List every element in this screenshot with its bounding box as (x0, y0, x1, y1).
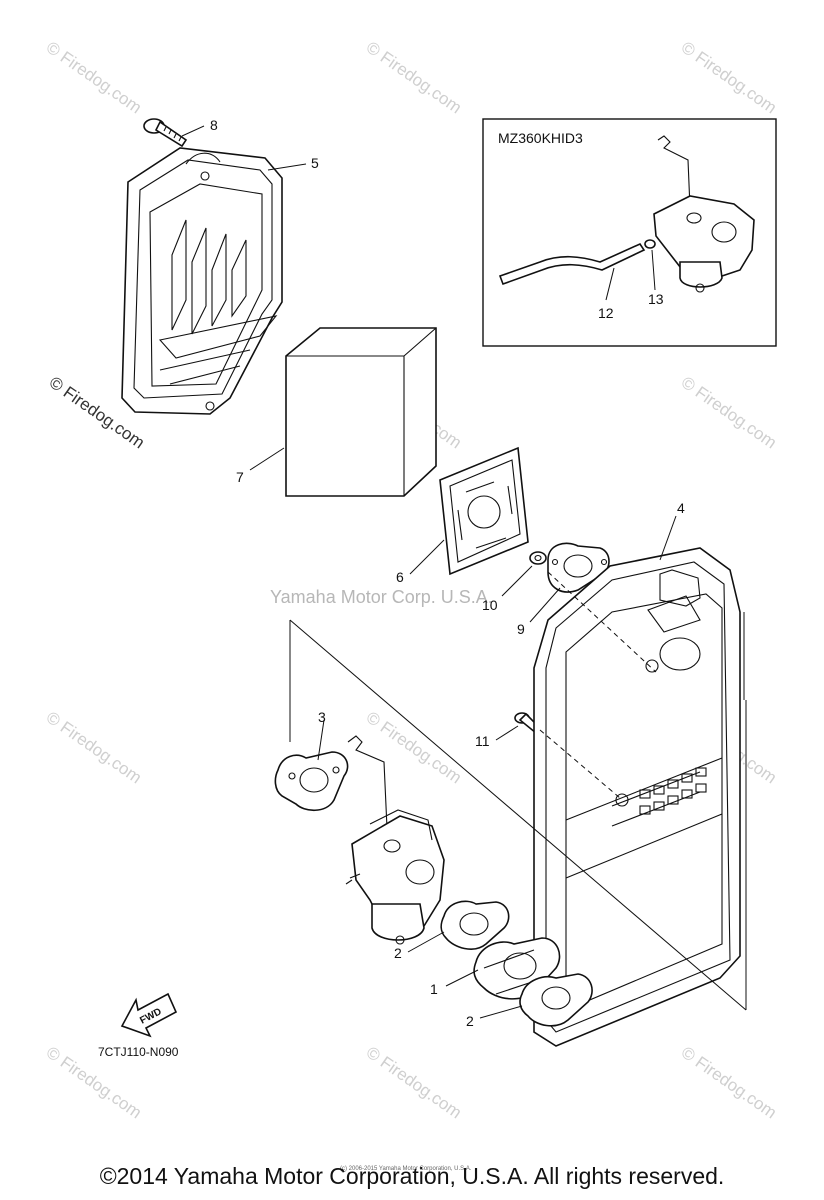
callout-2-upper: 2 (394, 945, 402, 961)
part-13-clamp (644, 239, 656, 249)
part-10-nut (529, 551, 547, 565)
part-5-air-cleaner-case (121, 147, 283, 415)
callout-5: 5 (311, 155, 319, 171)
callout-7: 7 (236, 469, 244, 485)
part-3-gasket (274, 751, 349, 812)
part-8-bolt (143, 118, 188, 148)
callout-1: 1 (430, 981, 438, 997)
center-watermark: Yamaha Motor Corp. U.S.A. (270, 587, 493, 607)
part-2-gasket-lower (519, 973, 593, 1027)
watermark-3: © Firedog.com (678, 38, 780, 118)
fine-print-watermark: (c) 2006-2015 Yamaha Motor Corporation, … (340, 1166, 472, 1172)
copyright-footer: ©2014 Yamaha Motor Corporation, U.S.A. A… (99, 1163, 725, 1189)
inset-title: MZ360KHID3 (498, 130, 583, 146)
watermark-7: © Firedog.com (43, 708, 145, 788)
assembly-lines (289, 571, 747, 1011)
inset-carburetor (653, 135, 755, 293)
callout-6: 6 (396, 569, 404, 585)
watermark-8: © Firedog.com (363, 708, 465, 788)
part-4-air-cleaner-housing (533, 547, 741, 1047)
part-6-gasket (439, 446, 529, 576)
callout-4: 4 (677, 500, 685, 516)
carburetor-main (345, 735, 445, 945)
callout-9: 9 (517, 621, 525, 637)
callout-8: 8 (210, 117, 218, 133)
part-7-element (285, 327, 437, 497)
callout-numbers: 8 5 7 6 4 10 9 11 3 2 1 2 12 13 (210, 117, 685, 1029)
watermark-1: © Firedog.com (43, 38, 145, 118)
part-12-hose (498, 242, 646, 286)
inset-box: MZ360KHID3 (482, 118, 777, 347)
callout-12: 12 (598, 305, 614, 321)
housing-grille (639, 767, 707, 815)
callout-13: 13 (648, 291, 664, 307)
watermark-11: © Firedog.com (363, 1043, 465, 1123)
watermark-12: © Firedog.com (678, 1043, 780, 1123)
part-2-gasket-upper (440, 900, 510, 950)
callout-11: 11 (475, 733, 490, 749)
watermark-2: © Firedog.com (363, 38, 465, 118)
fwd-arrow: FWD (120, 992, 178, 1038)
watermark-6: © Firedog.com (678, 373, 780, 453)
callout-2-lower: 2 (466, 1013, 474, 1029)
leader-lines (181, 125, 677, 1019)
diagram-code: 7CTJ110-N090 (98, 1045, 179, 1059)
callout-10: 10 (482, 597, 498, 613)
callout-3: 3 (318, 709, 326, 725)
